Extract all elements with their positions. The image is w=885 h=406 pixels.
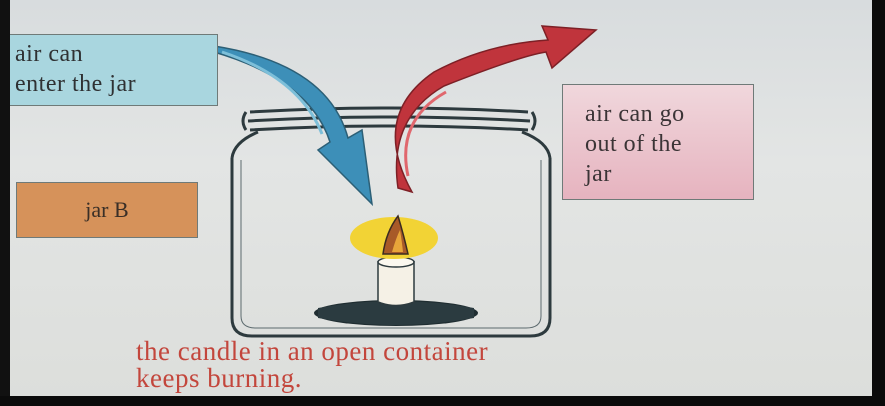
diagram-caption: the candle in an open container keeps bu… bbox=[136, 338, 736, 392]
caption-line-1: the candle in an open container bbox=[136, 338, 736, 365]
photo-edge-bottom bbox=[0, 396, 885, 406]
flame-icon bbox=[350, 216, 438, 259]
air-enter-label-box: air can enter the jar bbox=[6, 34, 218, 106]
caption-line-2: keeps burning. bbox=[136, 365, 736, 392]
air-out-label-line-3: jar bbox=[585, 159, 753, 189]
air-out-label-line-2: out of the bbox=[585, 129, 753, 159]
air-out-label-box: air can go out of the jar bbox=[562, 84, 754, 200]
air-out-label-line-1: air can go bbox=[585, 99, 753, 129]
jar-b-label: jar B bbox=[16, 182, 198, 238]
air-enter-label-line-2: enter the jar bbox=[15, 69, 217, 99]
photo-edge-left bbox=[0, 0, 10, 406]
air-enter-label-line-1: air can bbox=[15, 39, 217, 69]
candle-icon bbox=[314, 250, 478, 326]
photo-edge-right bbox=[872, 0, 885, 406]
